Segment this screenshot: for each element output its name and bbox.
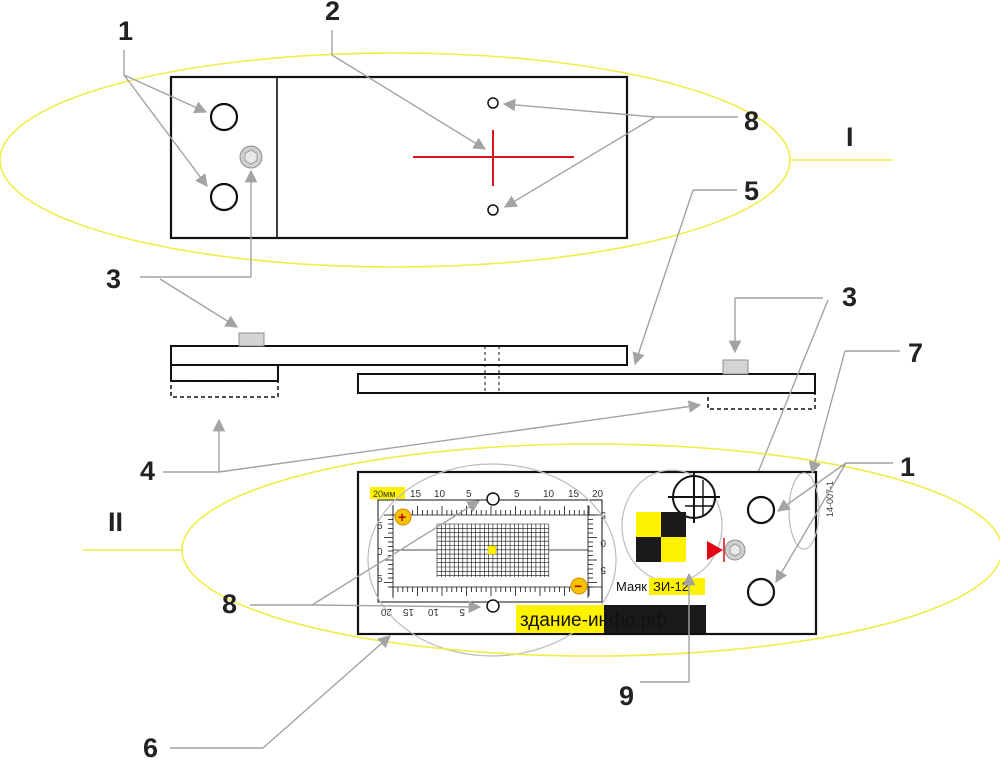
callout-8-top: 8	[744, 106, 759, 136]
callout-9: 9	[619, 681, 634, 711]
callout-7-arrow	[808, 350, 900, 475]
checker-target-icon	[636, 512, 686, 562]
view-i-label: I	[846, 122, 854, 152]
hex-screw-icon	[724, 539, 746, 561]
gauge-right-tick-labels: 5 0 5	[600, 509, 606, 575]
tick-label: 5	[466, 489, 472, 500]
hex-screw-icon	[239, 145, 263, 169]
gauge-grid	[436, 523, 550, 577]
tick-label: 5	[459, 606, 465, 617]
side-view	[170, 332, 816, 410]
callout-7: 7	[908, 338, 923, 368]
callout-8-bottom-arrows	[250, 500, 482, 614]
callout-1-top: 1	[118, 16, 133, 46]
tick-label: 20	[592, 489, 604, 500]
plus-badge: +	[394, 508, 412, 526]
minus-badge: −	[570, 577, 588, 595]
view-i-top-plate	[169, 75, 629, 240]
callout-6: 6	[143, 733, 158, 760]
tick-label: 10	[434, 489, 446, 500]
tick-label: 15	[402, 606, 414, 617]
callout-2-arrow	[331, 30, 487, 150]
gauge-left-tick-labels: 5 0 5	[377, 521, 383, 585]
tick-label: 10	[427, 606, 439, 617]
scale-badge	[370, 487, 405, 499]
view-ii-label: II	[108, 507, 123, 537]
callout-3-right: 3	[842, 282, 857, 312]
tick-label: 0	[377, 547, 383, 558]
gauge-bottom-tick-labels: 20 15 10 5	[380, 606, 465, 617]
target-crosshair-icon	[668, 471, 720, 523]
model-prefix: Маяк	[616, 579, 647, 594]
measuring-gauge: 20мм 15 10 5 5 10 15 20 20 15 10 5 5 0 5	[370, 487, 606, 617]
callout-8-top-arrows	[502, 98, 738, 208]
mounting-hole-lower	[209, 182, 239, 212]
red-pointer-icon	[707, 541, 723, 560]
tick-label: 5	[377, 574, 383, 585]
callout-3-left: 3	[106, 264, 121, 294]
minus-sign: −	[574, 578, 582, 594]
callout-1-top-arrows	[123, 50, 208, 188]
callout-8-bottom: 8	[222, 589, 237, 619]
callout-3-left-arrows	[140, 169, 258, 328]
scale-badge-label: 20мм	[373, 489, 395, 499]
callout-2: 2	[325, 0, 340, 26]
tick-label: 5	[600, 509, 606, 520]
gauge-center-marker	[487, 545, 497, 555]
reference-hole-bottom	[487, 204, 499, 216]
tick-label: 5	[514, 489, 520, 500]
callout-4-arrows	[163, 400, 702, 473]
view-ii-bottom-plate: 20мм 15 10 5 5 10 15 20 20 15 10 5 5 0 5	[356, 463, 835, 657]
mounting-hole-upper	[209, 102, 239, 132]
callout-5-arrow	[632, 189, 737, 366]
tick-label: 5	[377, 521, 383, 532]
callout-6-arrow	[170, 635, 391, 749]
callout-1-right-arrows	[775, 462, 893, 584]
callout-1-right: 1	[900, 452, 915, 482]
website-label: здание-инфо.рф	[520, 610, 667, 631]
tick-label: 15	[568, 489, 580, 500]
gauge-top-tick-labels: 15 10 5 5 10 15 20	[410, 489, 604, 500]
model-code: ЗИ-12	[653, 579, 689, 594]
tick-label: 20	[380, 606, 392, 617]
website-badge-yellow	[516, 605, 604, 633]
plus-sign: +	[398, 509, 406, 525]
gauge-hole-bottom	[486, 599, 500, 613]
side-screw-head-right	[722, 359, 749, 375]
gauge-highlight-ellipse	[367, 463, 617, 657]
serial-number: 14-007-1	[825, 481, 835, 517]
callout-9-arrow	[640, 572, 696, 683]
mounting-hole-lower	[746, 577, 776, 607]
gauge-hole-top	[486, 492, 500, 506]
reference-hole-top	[487, 97, 499, 109]
side-screw-head-left	[238, 332, 265, 347]
tick-label: 5	[600, 564, 606, 575]
tick-label: 10	[543, 489, 555, 500]
callout-5: 5	[744, 176, 759, 206]
tick-label: 15	[410, 489, 422, 500]
red-crosshair-mark	[413, 130, 574, 186]
tick-label: 0	[600, 537, 606, 548]
callout-4: 4	[140, 456, 155, 486]
mounting-hole-upper	[746, 495, 776, 525]
